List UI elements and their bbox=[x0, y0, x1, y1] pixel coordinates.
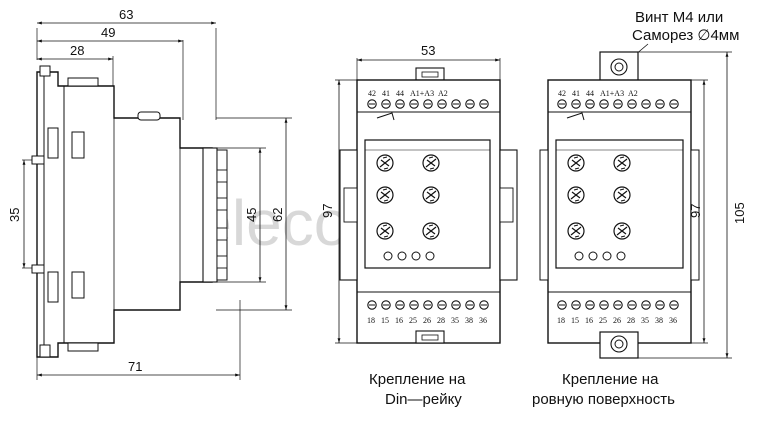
srf-bot-term-5: 28 bbox=[627, 316, 635, 325]
srf-bot-term-6: 35 bbox=[641, 316, 649, 325]
srf-bot-term-0: 18 bbox=[557, 316, 565, 325]
din-bottom-screws bbox=[367, 300, 489, 310]
din-bot-term-7: 38 bbox=[465, 316, 473, 325]
front-view-surface: Винт М4 или Саморез ∅4мм 42 41 44 A1+A3 … bbox=[532, 9, 747, 408]
din-caption-line1: Крепление на bbox=[369, 371, 466, 388]
din-bot-term-2: 16 bbox=[395, 316, 403, 325]
mount-note-line1: Винт М4 или bbox=[635, 9, 723, 26]
side-housing bbox=[36, 71, 213, 358]
dim-63: 63 bbox=[119, 7, 133, 22]
mount-note-line2: Саморез ∅4мм bbox=[632, 27, 739, 44]
srf-top-term-4: A2 bbox=[628, 89, 638, 98]
dim-35: 35 bbox=[7, 208, 22, 222]
din-top-term-2: 44 bbox=[396, 89, 404, 98]
din-top-term-1: 41 bbox=[382, 89, 390, 98]
surface-caption-line2: ровную поверхность bbox=[532, 391, 675, 408]
srf-top-term-3: A1+A3 bbox=[600, 89, 624, 98]
din-top-screws bbox=[367, 99, 489, 109]
srf-bot-term-2: 16 bbox=[585, 316, 593, 325]
srf-top-term-1: 41 bbox=[572, 89, 580, 98]
din-bot-term-1: 15 bbox=[381, 316, 389, 325]
dim-28: 28 bbox=[70, 43, 84, 58]
srf-bot-term-4: 26 bbox=[613, 316, 621, 325]
din-bot-term-3: 25 bbox=[409, 316, 417, 325]
din-top-term-3: A1+A3 bbox=[410, 89, 434, 98]
dim-97-surface: 97 bbox=[688, 204, 703, 218]
din-top-term-4: A2 bbox=[438, 89, 448, 98]
surface-leds bbox=[574, 251, 626, 261]
srf-top-term-2: 44 bbox=[586, 89, 594, 98]
dim-49: 49 bbox=[101, 25, 115, 40]
dim-97-din: 97 bbox=[320, 204, 335, 218]
surface-caption-line1: Крепление на bbox=[562, 371, 659, 388]
din-top-term-0: 42 bbox=[368, 89, 376, 98]
dim-45: 45 bbox=[244, 208, 259, 222]
srf-top-term-0: 42 bbox=[558, 89, 566, 98]
dim-105: 105 bbox=[732, 202, 747, 224]
dim-53: 53 bbox=[421, 43, 435, 58]
srf-top-screws bbox=[557, 99, 679, 109]
dim-62: 62 bbox=[270, 208, 285, 222]
din-leds bbox=[383, 251, 435, 261]
srf-bottom-screws bbox=[557, 300, 679, 310]
side-view: 63 49 28 bbox=[7, 7, 292, 380]
srf-bot-term-3: 25 bbox=[599, 316, 607, 325]
din-bot-term-8: 36 bbox=[479, 316, 487, 325]
din-caption-line2: Din—рейку bbox=[385, 391, 462, 408]
dim-71: 71 bbox=[128, 359, 142, 374]
din-bot-term-0: 18 bbox=[367, 316, 375, 325]
srf-bot-term-8: 36 bbox=[669, 316, 677, 325]
front-view-din: 53 42 41 44 A1+A3 A2 bbox=[320, 43, 518, 408]
srf-bot-term-1: 15 bbox=[571, 316, 579, 325]
din-bot-term-5: 28 bbox=[437, 316, 445, 325]
srf-bot-term-7: 38 bbox=[655, 316, 663, 325]
din-bot-term-4: 26 bbox=[423, 316, 431, 325]
din-bot-term-6: 35 bbox=[451, 316, 459, 325]
